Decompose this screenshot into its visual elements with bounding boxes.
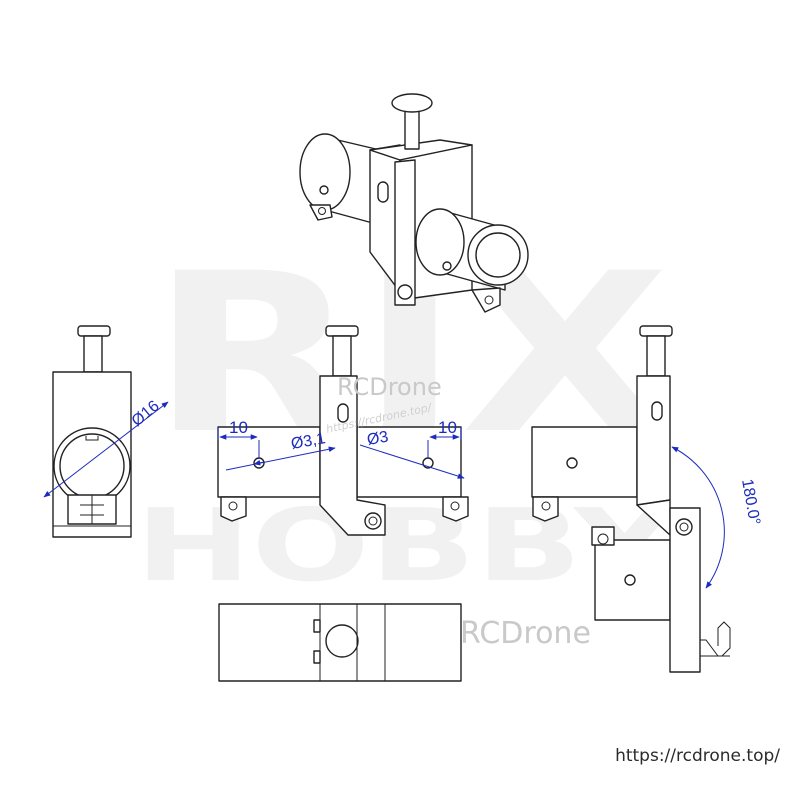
front-view-center: 10 10 Ø3,1 Ø3 (217, 325, 469, 536)
left-offset-label: 10 (229, 418, 248, 437)
footer-url: https://rcdrone.top/ (615, 746, 780, 766)
right-hole-label: Ø3 (366, 428, 390, 448)
side-view-left: Ø16 (43, 325, 169, 538)
isometric-view (299, 93, 529, 313)
fold-view-right: 180.0° (531, 325, 763, 673)
site-watermark-lower: RCDrone (460, 616, 591, 651)
right-offset-label: 10 (438, 418, 457, 437)
site-watermark-upper: RCDrone (337, 373, 442, 401)
left-hole-label: Ø3,1 (290, 430, 327, 453)
fold-angle-label: 180.0° (738, 478, 763, 527)
top-down-view (218, 603, 462, 682)
